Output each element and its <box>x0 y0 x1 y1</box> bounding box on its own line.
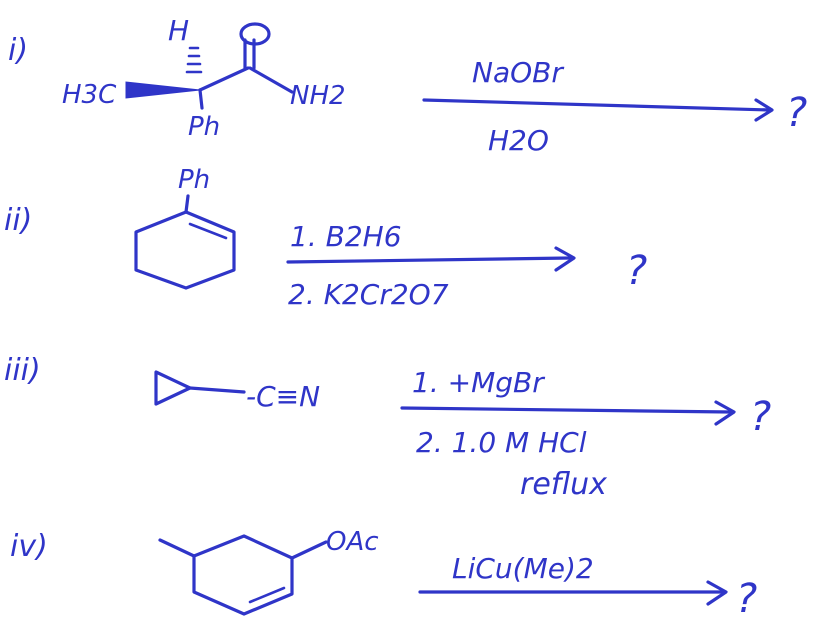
bond-to-acetate <box>290 540 328 560</box>
reaction-arrow-shaft <box>400 406 732 414</box>
reagent-bottom: 2. K2Cr2O7 <box>288 278 449 311</box>
product-unknown: ? <box>786 90 807 136</box>
product-unknown: ? <box>736 576 757 622</box>
acetate-label: OAc <box>326 527 379 557</box>
reagent-top: LiCu(Me)2 <box>452 552 594 585</box>
problem-ii: ii) Ph 1. B2H6 2. K2Cr2O7 ? <box>4 165 647 311</box>
reaction-arrow-head <box>706 580 728 606</box>
reagent-top: NaOBr <box>472 56 564 89</box>
problem-iv-label: iv) <box>10 529 48 564</box>
bond-to-phenyl <box>198 88 204 110</box>
problem-iv: iv) OAc LiCu(Me)2 ? <box>10 527 757 622</box>
ring-double-bond <box>248 586 286 604</box>
cyclohexene-ring <box>134 210 236 290</box>
bond-to-carbonyl <box>198 66 250 92</box>
bond-to-amine <box>248 66 294 94</box>
phenyl-label: Ph <box>178 165 210 195</box>
reagent-top: 1. B2H6 <box>290 220 402 253</box>
reagent-bottom: 2. 1.0 M HCl <box>416 426 587 459</box>
nitrile-label: -C≡N <box>246 380 320 413</box>
cyclohexene-ring <box>192 534 294 616</box>
problem-ii-label: ii) <box>4 203 32 238</box>
carbonyl-oxygen <box>239 22 271 46</box>
problem-iii-label: iii) <box>4 353 41 388</box>
amine-label: NH2 <box>290 81 346 111</box>
hydrogen-label: H <box>168 14 189 47</box>
hashed-wedge-bond <box>185 46 203 74</box>
reaction-arrow-head <box>714 400 736 426</box>
reaction-arrow-shaft <box>286 256 572 264</box>
bond-to-nitrile <box>188 386 246 394</box>
methyl-bond <box>158 538 196 558</box>
product-unknown: ? <box>626 248 647 294</box>
problem-i-label: i) <box>8 33 28 68</box>
ring-double-bond <box>188 222 228 240</box>
problem-iii: iii) -C≡N 1. +MgBr 2. 1.0 M HCl reflux ? <box>4 353 771 502</box>
reaction-arrow-head <box>754 98 774 122</box>
bond-to-phenyl <box>184 194 190 214</box>
phenyl-label: Ph <box>188 112 220 142</box>
reaction-arrow-head <box>554 246 576 272</box>
cyclopropane-ring <box>154 370 192 406</box>
reagent-bottom: H2O <box>488 124 549 157</box>
product-unknown: ? <box>750 394 771 440</box>
reaction-arrow-shaft <box>422 98 772 112</box>
solid-wedge-bond <box>125 81 201 99</box>
reagent-top: 1. +MgBr <box>412 366 545 399</box>
reagent-extra: reflux <box>520 467 607 502</box>
methyl-label: H3C <box>62 80 117 110</box>
problem-i: i) H H3C Ph NH2 NaOBr H2O ? <box>8 14 807 157</box>
